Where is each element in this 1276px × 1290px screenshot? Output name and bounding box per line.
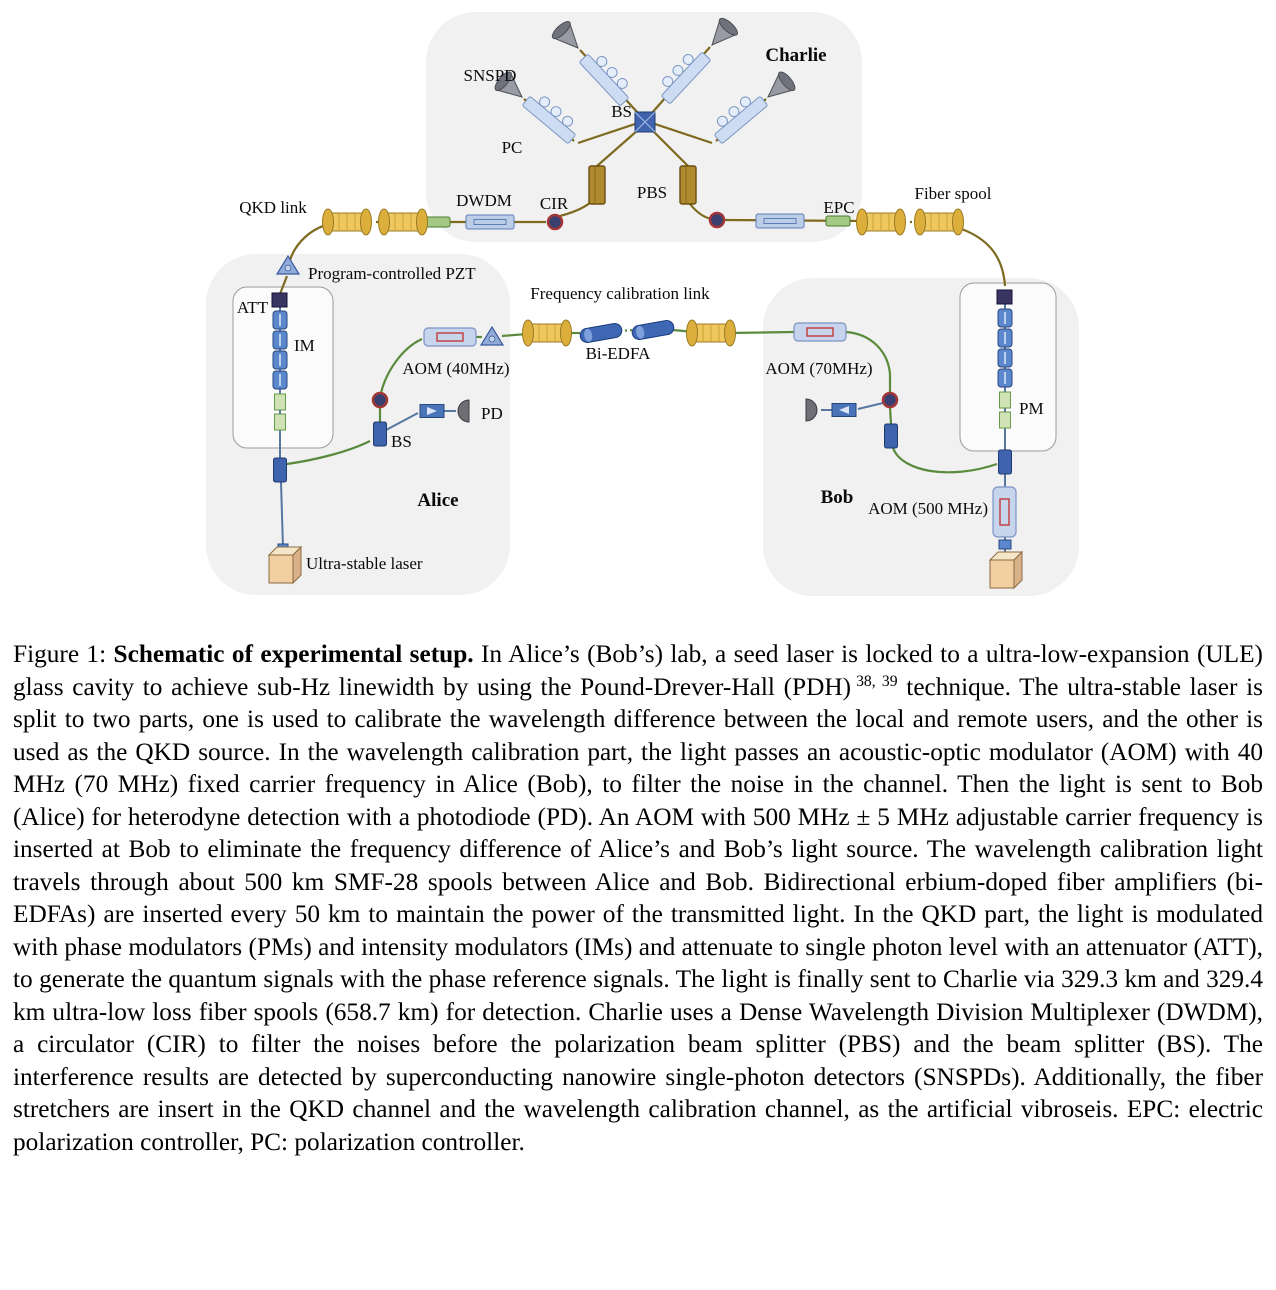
beam-splitter-alice <box>373 421 387 447</box>
aom-500mhz-component <box>992 486 1017 538</box>
modulator <box>999 411 1011 429</box>
label-bi-edfa: Bi-EDFA <box>586 344 652 363</box>
circulator <box>371 391 389 409</box>
label-dwdm: DWDM <box>456 191 512 210</box>
caption-title: Schematic of experimental setup. <box>113 640 474 668</box>
label-im: IM <box>294 336 315 355</box>
caption-body-before: In Alice’s (Bob’s) lab, a seed laser is … <box>13 640 1263 701</box>
dwdm-component <box>465 214 515 230</box>
label-pc: PC <box>502 138 523 157</box>
bi-edfa-amplifier <box>578 321 624 345</box>
circulator <box>881 391 899 409</box>
pbs-crystal <box>679 165 697 205</box>
laser-connector <box>998 539 1012 550</box>
label-bs-alice: BS <box>391 432 412 451</box>
aom-40mhz-component <box>423 327 477 347</box>
intensity-modulator <box>272 330 288 350</box>
beam-splitter-charlie <box>634 111 656 133</box>
phase-modulator <box>997 348 1013 368</box>
label-freq-link: Frequency calibration link <box>530 284 710 303</box>
label-snspd: SNSPD <box>464 66 517 85</box>
intensity-modulator <box>272 350 288 370</box>
modulator <box>999 391 1011 409</box>
circulator-cir <box>546 213 564 231</box>
label-aom70: AOM (70MHz) <box>765 359 872 378</box>
fiber-spool <box>914 208 964 236</box>
dwdm-component <box>755 213 805 229</box>
bi-edfa-amplifier <box>630 318 676 342</box>
caption-body-after: technique. The ultra-stable laser is spl… <box>13 672 1263 1156</box>
pbs-crystal <box>588 165 606 205</box>
caption-label: Figure 1: <box>13 640 107 668</box>
label-pm: PM <box>1019 399 1044 418</box>
intensity-modulator <box>272 370 288 390</box>
phase-modulator <box>997 308 1013 328</box>
caption-citation: 38, 39 <box>856 672 898 690</box>
label-bs-charlie: BS <box>611 102 632 121</box>
isolator <box>419 404 445 418</box>
epc-component <box>825 215 851 227</box>
splitter <box>998 449 1012 475</box>
label-aom40: AOM (40MHz) <box>402 359 509 378</box>
bob-laser <box>989 551 1023 589</box>
label-bob: Bob <box>821 487 854 508</box>
circulator <box>708 211 726 229</box>
label-ultra-stable-laser: Ultra-stable laser <box>306 554 423 573</box>
calibration-fiber-path <box>286 328 998 474</box>
splitter <box>273 457 287 483</box>
label-charlie: Charlie <box>765 45 826 66</box>
figure-schematic: QKD link SNSPD PC BS Charlie DWDM CIR PB… <box>206 12 1079 596</box>
label-alice: Alice <box>417 490 458 511</box>
splitter <box>884 423 898 449</box>
label-fiber-spool: Fiber spool <box>915 184 992 203</box>
phase-modulator <box>997 368 1013 388</box>
label-pbs: PBS <box>637 183 667 202</box>
figure-1: QKD link SNSPD PC BS Charlie DWDM CIR PB… <box>0 12 1276 1158</box>
figure-caption: Figure 1: Schematic of experimental setu… <box>0 638 1276 1158</box>
fiber-spool <box>378 208 428 236</box>
label-qkd-link: QKD link <box>239 198 307 217</box>
attenuator-att <box>271 292 288 308</box>
intensity-modulator <box>272 310 288 330</box>
fiber-spool <box>686 319 736 347</box>
fiber-stretcher <box>425 216 451 228</box>
ultra-stable-laser <box>268 546 302 584</box>
label-epc: EPC <box>823 198 854 217</box>
isolator <box>831 403 857 417</box>
label-pd: PD <box>481 404 503 423</box>
aom-70mhz-component <box>793 322 847 342</box>
label-att: ATT <box>237 298 269 317</box>
modulator <box>274 413 286 431</box>
fiber-spool <box>522 319 572 347</box>
label-aom500: AOM (500 MHz) <box>868 499 988 518</box>
label-pzt: Program-controlled PZT <box>308 264 476 283</box>
label-cir: CIR <box>540 194 569 213</box>
phase-modulator <box>997 328 1013 348</box>
fiber-spool <box>322 208 372 236</box>
attenuator <box>996 289 1013 305</box>
fiber-spool <box>856 208 906 236</box>
modulator <box>274 393 286 411</box>
